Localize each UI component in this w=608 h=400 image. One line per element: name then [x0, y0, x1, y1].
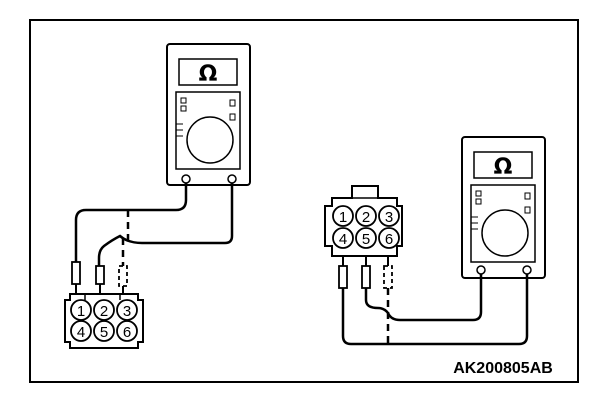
connector-right-pin-2 [355, 205, 377, 227]
connector-right-pin-label-6: 6 [385, 231, 393, 248]
figure-code-label: AK200805AB [453, 360, 553, 377]
connector-left: 1 2 3 4 5 6 [64, 293, 144, 349]
probe-right-3 [383, 265, 393, 289]
meter-right-terminal-2 [522, 265, 532, 275]
lead-left-2 [97, 183, 234, 268]
connector-right-pin-4 [332, 227, 354, 249]
lead-left-1 [74, 183, 188, 262]
probe-right-1 [338, 265, 348, 289]
probe-left-3 [118, 265, 128, 287]
multimeter-right: Ω [461, 136, 546, 279]
connector-left-pin-5 [93, 320, 115, 342]
connector-left-pin-label-1: 1 [77, 303, 85, 320]
meter-left-display [178, 58, 238, 86]
connector-left-pin-2 [93, 299, 115, 321]
lead-right-2 [341, 274, 529, 346]
connector-right-pin-1 [332, 205, 354, 227]
meter-right-display [473, 151, 533, 179]
connector-left-pin-6 [116, 320, 138, 342]
connector-right-pin-label-5: 5 [362, 231, 370, 248]
probe-left-1 [71, 261, 81, 285]
connector-right-pin-5 [355, 227, 377, 249]
connector-left-pin-label-3: 3 [123, 303, 131, 320]
connector-left-pin-label-5: 5 [100, 324, 108, 341]
connector-right-pin-label-4: 4 [339, 231, 347, 248]
connector-right: 1 2 3 4 5 6 [324, 185, 403, 257]
meter-right-dial [481, 209, 529, 257]
probe-left-2 [95, 265, 105, 285]
connector-right-pin-3 [378, 205, 400, 227]
connector-right-pin-label-2: 2 [362, 209, 370, 226]
connector-right-pin-label-3: 3 [385, 209, 393, 226]
connector-left-pin-label-6: 6 [123, 324, 131, 341]
connector-left-pin-1 [70, 299, 92, 321]
meter-left-ohm-symbol: Ω [199, 62, 218, 87]
meter-right-ohm-symbol: Ω [494, 155, 513, 180]
meter-left-terminal-2 [227, 174, 237, 184]
meter-left-terminal-1 [181, 174, 191, 184]
connector-left-pin-3 [116, 299, 138, 321]
meter-right-terminal-1 [476, 265, 486, 275]
multimeter-left: Ω [166, 43, 251, 186]
leads-left [71, 183, 234, 296]
connector-right-pin-6 [378, 227, 400, 249]
meter-left-dial [186, 116, 234, 164]
connector-right-pin-label-1: 1 [339, 209, 347, 226]
connector-left-pin-4 [70, 320, 92, 342]
leads-right [338, 256, 529, 346]
connector-left-pin-label-2: 2 [100, 303, 108, 320]
figure-frame [29, 19, 579, 383]
connector-left-pin-label-4: 4 [77, 324, 85, 341]
probe-right-2 [361, 265, 371, 289]
lead-left-dashed [121, 210, 130, 268]
